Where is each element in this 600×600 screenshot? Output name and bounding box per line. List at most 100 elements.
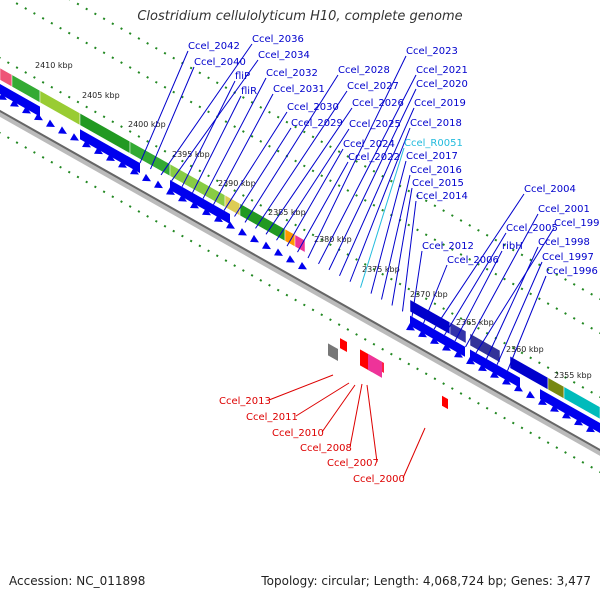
backbone-line: [0, 111, 600, 456]
gene-leader-line: [297, 161, 349, 253]
forward-gene-label: Ccel_2018: [410, 118, 462, 129]
gene-arrow: [574, 417, 583, 426]
gene-block: [80, 129, 140, 174]
gene-arrow: [478, 363, 487, 372]
gene-arrow: [406, 323, 415, 331]
forward-gene-label: Ccel_2015: [412, 178, 464, 189]
gene-leader-line: [366, 384, 378, 463]
gene-arrow: [130, 167, 139, 175]
gene-leader-line: [454, 250, 503, 342]
gene-leader-line: [139, 50, 189, 164]
gene-block: [540, 389, 600, 433]
forward-gene-label: Ccel_2004: [524, 184, 576, 195]
gene-leader-line: [507, 275, 547, 371]
forward-gene-label: fliP: [235, 71, 250, 82]
gene-arrow: [442, 343, 451, 351]
gene-leader-line: [234, 127, 292, 217]
gene-arrow: [190, 200, 199, 209]
forward-gene-label: Ccel_2017: [406, 151, 458, 162]
gene-arrow: [274, 248, 283, 256]
gene-arrow: [106, 153, 115, 161]
gene-leader-line: [465, 213, 539, 348]
category-block: [449, 321, 467, 344]
category-block: [39, 90, 81, 126]
gene-arrow: [166, 187, 175, 195]
category-block: [284, 228, 296, 248]
forward-gene-label: Ccel_1997: [542, 252, 594, 263]
gene-leader-line: [444, 232, 507, 336]
gene-leader-line: [349, 127, 411, 282]
gene-arrow: [550, 404, 559, 412]
kbp-tick-label: 2360 kbp: [506, 345, 544, 354]
kbp-tick-label: 2385 kbp: [268, 208, 306, 217]
gene-leader-line: [391, 187, 413, 306]
gene-arrow: [526, 390, 535, 399]
gene-arrow: [238, 228, 247, 236]
gene-arrow: [418, 329, 427, 338]
forward-gene-label: Ccel_1996: [546, 266, 598, 277]
gene-leader-line: [339, 107, 415, 277]
reverse-gene-label: Ccel_2000: [353, 474, 405, 485]
forward-gene-label: Ccel_2040: [194, 57, 246, 68]
category-block: [563, 386, 600, 420]
gene-arrow: [94, 146, 103, 155]
gene-leader-line: [307, 55, 407, 259]
backbone-line: [0, 109, 600, 452]
forward-gene-label: ribH: [502, 241, 523, 252]
gene-block: [410, 315, 465, 357]
gene-leader-line: [181, 80, 236, 188]
gene-leader-line: [475, 227, 555, 354]
forward-gene-label: Ccel_2031: [273, 84, 325, 95]
kbp-tick-label: 2365 kbp: [456, 318, 494, 327]
category-block: [0, 67, 13, 88]
kbp-tick-label: 2380 kbp: [314, 235, 352, 244]
gene-arrow: [454, 350, 463, 358]
gene-arrow: [562, 411, 571, 419]
gene-leader-line: [370, 160, 407, 294]
gene-arrow: [514, 384, 523, 392]
forward-gene-label: Ccel_2021: [416, 65, 468, 76]
gene-arrow: [430, 336, 439, 345]
gene-arrow: [118, 160, 127, 168]
gene-leader-line: [433, 193, 525, 330]
kbp-tick-label: 2390 kbp: [218, 179, 256, 188]
kbp-tick-label: 2355 kbp: [554, 371, 592, 380]
gene-arrow: [226, 221, 235, 229]
forward-gene-label: Ccel_1998: [538, 237, 590, 248]
forward-gene-label: Ccel_2025: [349, 119, 401, 130]
forward-gene-label: Ccel_2006: [447, 255, 499, 266]
gene-arrow: [286, 255, 295, 263]
gene-leader-line: [496, 261, 543, 366]
gene-arrow: [154, 180, 163, 189]
gene-leader-line: [244, 74, 339, 223]
gene-leader-line: [255, 90, 348, 229]
gene-leader-line: [360, 147, 405, 288]
gene-arrow: [10, 99, 19, 107]
gene-leader-line: [402, 200, 417, 312]
forward-gene-label: Ccel_2036: [252, 34, 304, 45]
gene-arrow: [34, 112, 43, 121]
gene-block: [470, 349, 520, 388]
gene-leader-line: [349, 383, 363, 448]
gene-arrow: [586, 424, 595, 433]
gene-arrow: [250, 234, 259, 243]
gene-leader-line: [223, 111, 288, 211]
gene-arrow: [466, 356, 475, 365]
kbp-tick-label: 2400 kbp: [128, 120, 166, 129]
forward-gene-label: Ccel_2001: [538, 204, 590, 215]
dotted-guide-line: [68, 0, 600, 301]
kbp-tick-label: 2370 kbp: [410, 290, 448, 299]
topology-label: Topology: circular; Length: 4,068,724 bp…: [261, 574, 591, 588]
gene-arrow: [298, 262, 307, 270]
gene-leader-line: [318, 74, 417, 265]
gene-arrow: [82, 139, 91, 148]
forward-gene-label: Ccel_2027: [347, 81, 399, 92]
forward-gene-label: Ccel_2029: [291, 118, 343, 129]
gene-block: [170, 180, 230, 224]
gene-leader-line: [423, 264, 448, 324]
gene-arrow: [70, 133, 79, 141]
reverse-gene: [368, 353, 382, 378]
gene-arrow: [142, 173, 151, 182]
gene-leader-line: [160, 43, 253, 176]
